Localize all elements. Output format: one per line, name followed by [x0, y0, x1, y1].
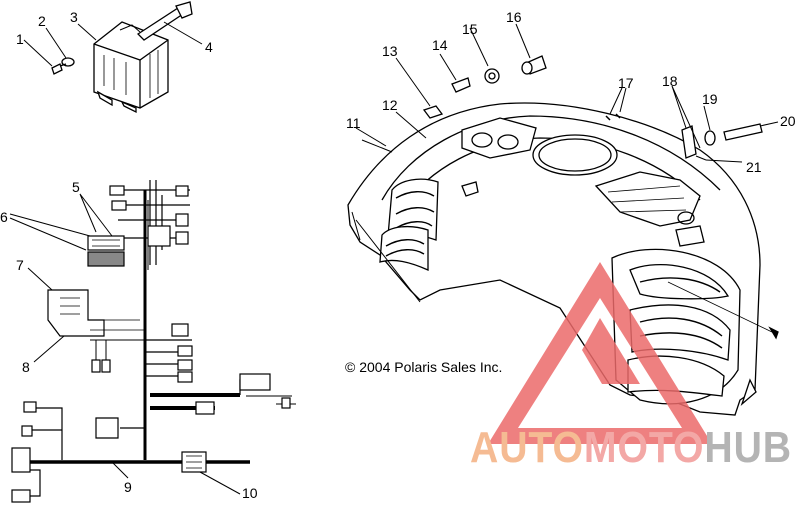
callout-6: 6	[0, 209, 8, 225]
module-box-part	[51, 1, 193, 114]
callout-9: 9	[124, 479, 132, 495]
callout-4: 4	[205, 39, 213, 55]
callout-16: 16	[506, 9, 522, 25]
callout-3: 3	[70, 9, 78, 25]
watermark-inner-mark	[582, 318, 640, 384]
callout-2: 2	[38, 13, 46, 29]
watermark-triangle-icon	[488, 262, 712, 444]
callout-7: 7	[16, 257, 24, 273]
leader-lines	[9, 21, 779, 495]
callout-labels: 1 2 3 4 5 6 7 8 9 10 11 12 13 14 15 16 1…	[0, 9, 796, 501]
callout-17: 17	[618, 75, 634, 91]
callout-13: 13	[382, 43, 398, 59]
callout-14: 14	[432, 37, 448, 53]
copyright-notice: © 2004 Polaris Sales Inc.	[345, 359, 502, 375]
watermark-auto: AUTO	[470, 423, 584, 472]
dashboard-console-part	[347, 55, 779, 416]
callout-12: 12	[382, 97, 398, 113]
callout-1: 1	[16, 31, 24, 47]
watermark-moto: MOTO	[584, 423, 704, 472]
callout-19: 19	[702, 91, 718, 107]
automotohub-watermark: AUTOMOTOHUB	[470, 262, 792, 472]
callout-11: 11	[346, 115, 361, 131]
wiring-harness-part	[11, 180, 296, 503]
svg-text:AUTOMOTOHUB: AUTOMOTOHUB	[470, 423, 792, 472]
callout-5: 5	[72, 179, 80, 195]
callout-18: 18	[662, 73, 678, 89]
watermark-hub: HUB	[704, 423, 792, 472]
callout-8: 8	[22, 359, 30, 375]
callout-10: 10	[242, 485, 258, 501]
callout-20: 20	[780, 113, 796, 129]
callout-21: 21	[746, 159, 762, 175]
callout-15: 15	[462, 21, 478, 37]
